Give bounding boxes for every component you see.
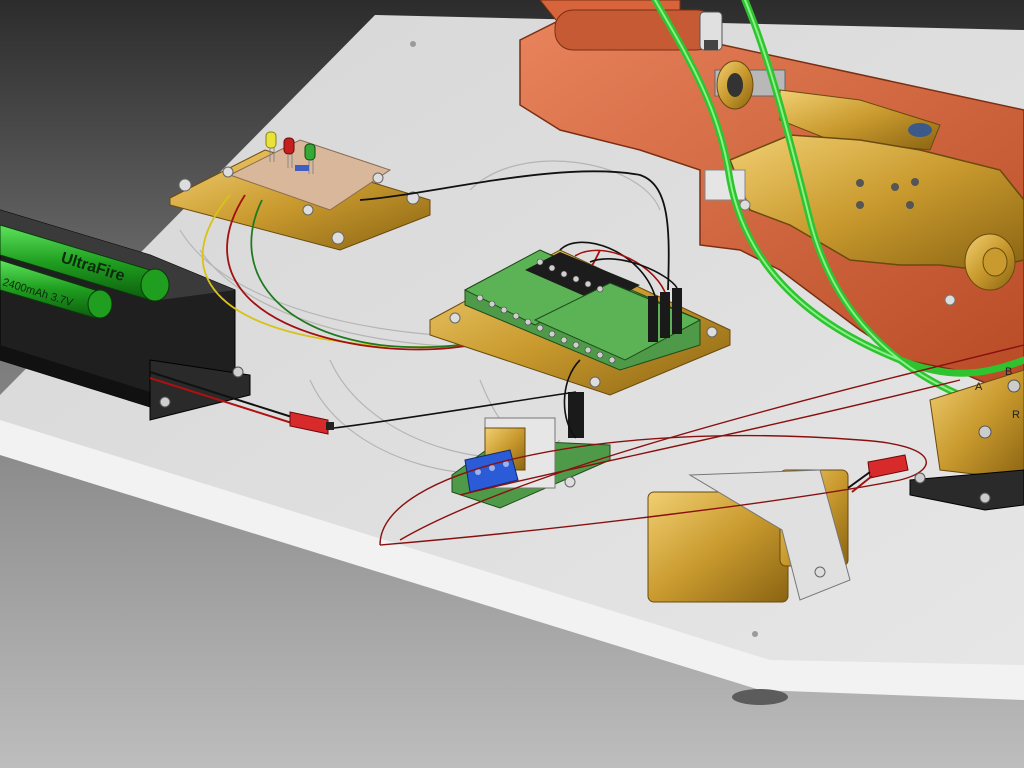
dupont-headers <box>568 288 682 438</box>
connector-label-a: A <box>975 381 983 393</box>
red-jst-connector-left <box>289 411 334 435</box>
led-red <box>283 137 295 168</box>
battery-wires <box>149 371 296 425</box>
led-yellow <box>265 131 277 162</box>
led-green <box>304 143 316 174</box>
red-jst-connector-right <box>847 454 909 493</box>
connector-label-r: R <box>1012 409 1020 421</box>
green-tube-highlight <box>654 0 961 396</box>
small-module-board <box>451 417 611 509</box>
led-resistor-array <box>295 165 309 171</box>
brass-transformer <box>647 469 851 603</box>
red-loop-wires <box>379 344 1024 546</box>
right-connector-block <box>909 369 1024 511</box>
terminal-screws <box>476 258 616 364</box>
battery-cells <box>0 224 170 319</box>
orange-mechanism-housing <box>519 0 1024 386</box>
tube-fitting <box>699 11 723 51</box>
board-wires <box>333 241 678 439</box>
terminal-breakout-board <box>429 249 731 396</box>
connector-label-b: B <box>1005 366 1012 378</box>
